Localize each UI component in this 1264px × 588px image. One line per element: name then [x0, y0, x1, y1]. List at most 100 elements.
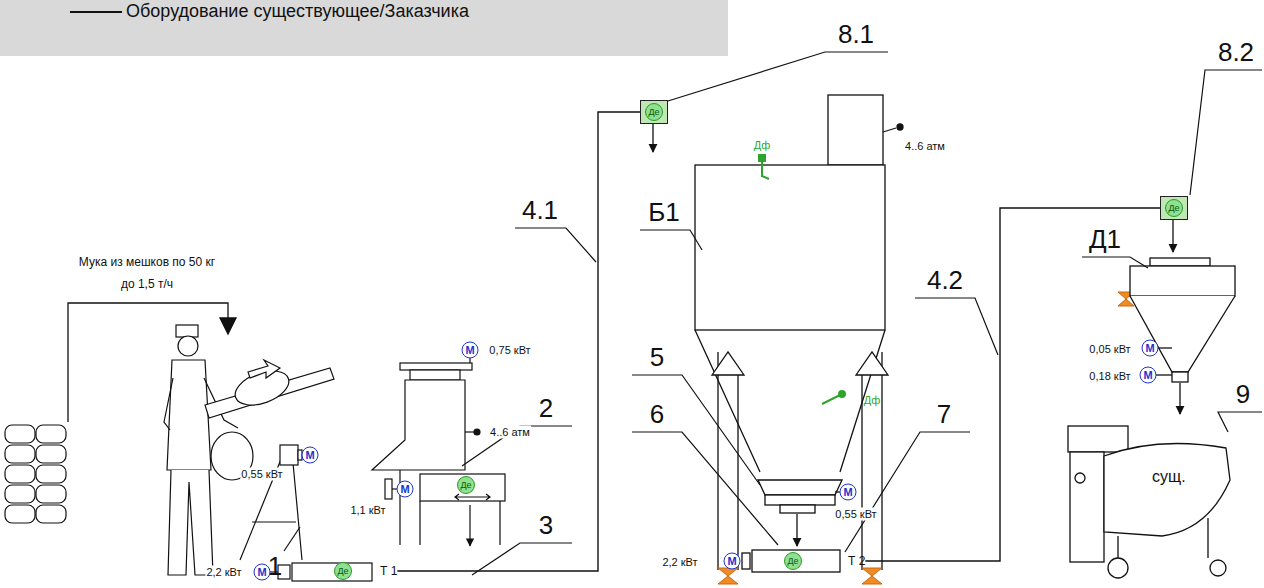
- sifter: [385, 479, 392, 499]
- level-sensor: [759, 155, 765, 161]
- callout-leader: [915, 298, 998, 355]
- motor-symbol: М: [724, 553, 741, 570]
- sifter: [410, 370, 460, 380]
- power-rating: 0,05 кВт: [1088, 343, 1131, 356]
- silo: [828, 95, 883, 165]
- callout-leader: [1190, 70, 1262, 195]
- screw-feeder-t1: [292, 563, 372, 581]
- bag-stack: [5, 445, 35, 463]
- bag-tipper: [248, 360, 280, 378]
- bag-tipper: [205, 360, 334, 560]
- existing-machine: сущ.: [1058, 418, 1238, 583]
- callout-leader: [284, 527, 300, 551]
- worker-figure: [167, 360, 211, 470]
- motor-symbol: М: [840, 484, 857, 501]
- silo: [758, 480, 842, 495]
- pressure-rating: 4..6 атм: [489, 426, 531, 439]
- sifter: [372, 380, 465, 470]
- silo: [856, 352, 888, 375]
- node-text: Т 1: [380, 564, 397, 578]
- dosing-hopper: [1172, 219, 1173, 252]
- worker-figure: [164, 378, 173, 430]
- support-foot: [862, 568, 882, 584]
- motor-symbol: М: [1140, 367, 1157, 384]
- power-rating: 2,2 кВт: [205, 566, 242, 579]
- callout-number: 8.2: [1218, 38, 1254, 66]
- callout-leader: [1082, 257, 1148, 268]
- dosing-hopper: [1130, 219, 1235, 414]
- silo: [752, 550, 840, 572]
- worker-figure: [176, 325, 198, 337]
- callout-leader: [284, 52, 1262, 575]
- callout-number: 9: [1236, 380, 1250, 408]
- machine-outline: [1068, 426, 1128, 452]
- pneumatic-line: [397, 112, 640, 571]
- power-rating: 2,2 кВт: [661, 556, 698, 569]
- legend-text: Оборудование существующее/Заказчика: [126, 1, 469, 22]
- level-sensor: [839, 391, 845, 397]
- dosing-hopper: [1130, 296, 1235, 372]
- callout-leader: [472, 543, 572, 575]
- level-sensor: [762, 161, 769, 179]
- callout-leader: [515, 228, 596, 262]
- sensor-symbol: Де: [645, 103, 663, 121]
- sifter: [400, 363, 472, 370]
- dosing-hopper: [1179, 383, 1180, 414]
- callout-number: 4.2: [927, 266, 963, 294]
- silo: [765, 495, 835, 505]
- screw-feeder-t1: [270, 563, 372, 581]
- bag-stack: [36, 465, 66, 483]
- sifter: [420, 474, 505, 501]
- support-foot: [718, 568, 738, 584]
- switch-valve: Де: [1160, 196, 1188, 220]
- sensor-symbol: Де: [1165, 199, 1183, 217]
- callout-number: Д1: [1089, 225, 1121, 253]
- motor-symbol: М: [462, 342, 479, 359]
- bag-stack: [5, 425, 35, 443]
- machine-outline: [1108, 558, 1128, 578]
- machine-outline: [1210, 560, 1226, 576]
- node-text: Т 2: [848, 554, 865, 568]
- sensor-tag: Дф: [754, 139, 771, 151]
- silo: [712, 352, 744, 375]
- silo: [742, 553, 750, 569]
- motor-symbol: М: [302, 447, 319, 464]
- bag-stack: [36, 485, 66, 503]
- power-rating: 0,55 кВт: [834, 508, 877, 521]
- silo: [695, 330, 885, 472]
- feed-bracket: [220, 318, 236, 334]
- sifter: [465, 431, 474, 432]
- callout-number: 4.1: [522, 196, 558, 224]
- sensor-tag: Дф: [864, 394, 881, 406]
- callout-leader: [640, 230, 702, 250]
- dosing-hopper: [1172, 372, 1188, 382]
- bag-stack: [5, 485, 35, 503]
- bag-tipper: [280, 445, 298, 465]
- motor-symbol: М: [397, 481, 414, 498]
- callout-number: 5: [650, 343, 664, 371]
- motor-symbol: М: [254, 564, 271, 581]
- callout-number: Б1: [648, 198, 680, 226]
- callout-number: 7: [937, 400, 951, 428]
- silo: [796, 514, 797, 546]
- bag-stack: [36, 425, 66, 443]
- power-rating: 0,55 кВт: [240, 468, 283, 481]
- feed-note: Мука из мешков по 50 кг до 1,5 т/ч: [72, 251, 222, 295]
- callout-leader: [1218, 412, 1262, 432]
- machine-outline: [1118, 518, 1208, 558]
- silo: [653, 95, 903, 572]
- worker-figure: [168, 470, 213, 575]
- switch-valve: Де: [640, 100, 668, 124]
- sensor-symbol: Де: [784, 552, 802, 570]
- callout-leader: [632, 375, 760, 485]
- machine-outline: [1075, 473, 1085, 483]
- bag-stack: [5, 425, 66, 523]
- screw-feeder: ДеТ 1: [292, 562, 397, 580]
- callout-leader: [845, 432, 970, 552]
- silo: [780, 505, 815, 513]
- dosing-hopper: [1130, 266, 1235, 296]
- sensor-symbol: Де: [457, 476, 475, 494]
- dosing-hopper: [1156, 374, 1172, 375]
- callout-number: 3: [539, 511, 553, 539]
- legend-entry: Оборудование существующее/Заказчика: [70, 1, 469, 22]
